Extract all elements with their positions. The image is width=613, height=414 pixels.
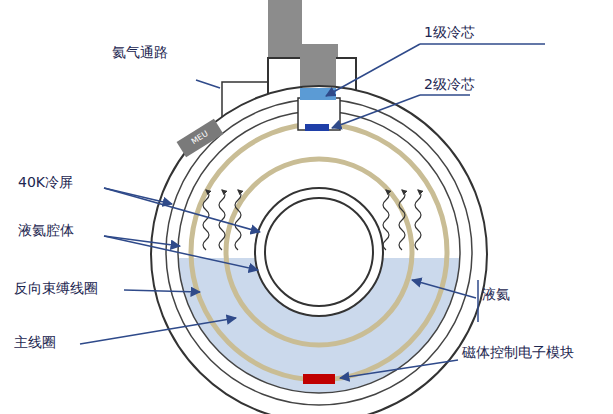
wave <box>203 190 209 250</box>
wave <box>383 190 389 250</box>
part-label: 反向束缚线圈 <box>14 280 98 297</box>
magnet-control-module <box>303 374 335 384</box>
part-label: 液氦 <box>482 286 510 303</box>
leader <box>124 290 200 292</box>
part-label: 2级冷芯 <box>424 76 475 93</box>
leader <box>326 44 420 96</box>
leader <box>104 188 260 232</box>
stage2-cold-head <box>305 124 329 131</box>
neck <box>298 98 340 130</box>
shield-coil <box>191 124 447 380</box>
leaders <box>80 44 545 378</box>
wave <box>399 190 405 250</box>
bore-outer <box>255 188 383 316</box>
wave <box>415 190 421 250</box>
part-label: 40K冷屏 <box>18 174 73 191</box>
boil-off-waves <box>203 190 421 250</box>
helium-vessel <box>178 111 460 393</box>
leader <box>104 236 258 270</box>
part-label: 氦气通路 <box>112 44 168 61</box>
leader <box>340 360 458 378</box>
leader <box>80 318 236 344</box>
bracket <box>477 280 479 322</box>
leader <box>332 95 420 128</box>
wave <box>235 190 241 250</box>
part-label: 1级冷芯 <box>424 24 475 41</box>
part-label: 主线圈 <box>14 334 56 351</box>
main-coil <box>226 159 412 345</box>
underline <box>420 94 470 96</box>
bore-inner <box>265 198 373 306</box>
leader <box>196 80 220 88</box>
part-label: 液氦腔体 <box>18 222 74 239</box>
underline <box>420 43 545 45</box>
part-label: 磁体控制电子模块 <box>462 344 574 361</box>
leader <box>412 280 476 298</box>
